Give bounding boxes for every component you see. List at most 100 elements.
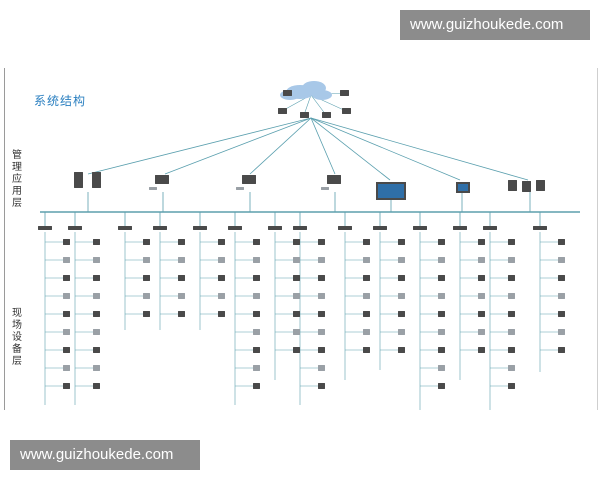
controller-icon xyxy=(93,311,100,317)
management-link xyxy=(164,117,312,175)
controller-icon xyxy=(438,311,445,317)
camera-icon xyxy=(363,347,370,353)
camera-icon xyxy=(508,293,515,299)
sensor-icon xyxy=(508,383,515,389)
controller-icon xyxy=(363,311,370,317)
monitor-icon xyxy=(456,182,470,193)
camera-icon xyxy=(178,293,185,299)
sensor-icon xyxy=(363,275,370,281)
controller-icon xyxy=(318,311,325,317)
management-link xyxy=(310,117,391,181)
camera-icon xyxy=(363,293,370,299)
workstation-icon xyxy=(242,175,256,184)
switch-icon xyxy=(293,226,307,230)
mobile-device-icon xyxy=(536,180,545,191)
sensor-icon xyxy=(398,329,405,335)
camera-icon xyxy=(508,347,515,353)
camera-icon xyxy=(438,239,445,245)
camera-icon xyxy=(508,239,515,245)
sensor-icon xyxy=(363,329,370,335)
management-link xyxy=(310,117,529,181)
mobile-device-icon xyxy=(508,180,517,191)
sensor-icon xyxy=(218,275,225,281)
management-link xyxy=(87,117,312,175)
sensor-icon xyxy=(508,329,515,335)
controller-icon xyxy=(438,365,445,371)
controller-icon xyxy=(478,311,485,317)
frame-left-border xyxy=(4,68,5,410)
controller-icon xyxy=(143,257,150,263)
camera-icon xyxy=(318,347,325,353)
controller-icon xyxy=(63,257,70,263)
controller-icon xyxy=(93,257,100,263)
workstation-icon xyxy=(327,175,341,184)
camera-icon xyxy=(293,239,300,245)
camera-icon xyxy=(558,347,565,353)
sensor-icon xyxy=(398,275,405,281)
switch-icon xyxy=(533,226,547,230)
sensor-icon xyxy=(293,329,300,335)
switch-icon xyxy=(38,226,52,230)
camera-icon xyxy=(63,239,70,245)
switch-icon xyxy=(193,226,207,230)
diagram-title: 系统结构 xyxy=(34,94,87,108)
camera-icon xyxy=(63,293,70,299)
switch-icon xyxy=(118,226,132,230)
controller-icon xyxy=(478,257,485,263)
controller-icon xyxy=(438,257,445,263)
cloud-computer-icon xyxy=(300,112,309,118)
camera-icon xyxy=(253,347,260,353)
controller-icon xyxy=(398,257,405,263)
watermark-top: www.guizhoukede.com xyxy=(400,10,590,40)
switch-icon xyxy=(483,226,497,230)
cloud-computer-icon xyxy=(322,112,331,118)
camera-icon xyxy=(63,347,70,353)
controller-icon xyxy=(293,311,300,317)
controller-icon xyxy=(218,257,225,263)
switch-icon xyxy=(453,226,467,230)
management-link xyxy=(249,117,312,175)
controller-icon xyxy=(253,257,260,263)
management-link xyxy=(310,117,461,181)
camera-icon xyxy=(318,293,325,299)
controller-icon xyxy=(508,311,515,317)
cloud-computer-icon xyxy=(342,108,351,114)
camera-icon xyxy=(178,239,185,245)
switch-icon xyxy=(68,226,82,230)
switch-icon xyxy=(268,226,282,230)
camera-icon xyxy=(93,347,100,353)
camera-icon xyxy=(398,347,405,353)
camera-icon xyxy=(558,239,565,245)
sensor-icon xyxy=(93,275,100,281)
cloud-computer-icon xyxy=(278,108,287,114)
sensor-icon xyxy=(93,383,100,389)
camera-icon xyxy=(93,239,100,245)
sensor-icon xyxy=(318,329,325,335)
layer-label-field: 现场设备层 xyxy=(12,308,22,367)
camera-icon xyxy=(253,239,260,245)
controller-icon xyxy=(558,257,565,263)
management-link xyxy=(310,117,336,175)
camera-icon xyxy=(93,293,100,299)
sensor-icon xyxy=(293,275,300,281)
camera-icon xyxy=(293,293,300,299)
camera-icon xyxy=(218,293,225,299)
controller-icon xyxy=(293,257,300,263)
switch-icon xyxy=(413,226,427,230)
sensor-icon xyxy=(478,275,485,281)
workstation-keyboard-icon xyxy=(321,187,329,190)
camera-icon xyxy=(293,347,300,353)
workstation-icon xyxy=(155,175,169,184)
camera-icon xyxy=(143,293,150,299)
sensor-icon xyxy=(178,275,185,281)
camera-icon xyxy=(438,347,445,353)
camera-icon xyxy=(478,347,485,353)
switch-icon xyxy=(373,226,387,230)
sensor-icon xyxy=(558,329,565,335)
connection-lines xyxy=(40,92,580,410)
mobile-device-icon xyxy=(522,181,531,192)
controller-icon xyxy=(218,311,225,317)
cloud-link xyxy=(303,94,312,116)
controller-icon xyxy=(253,365,260,371)
